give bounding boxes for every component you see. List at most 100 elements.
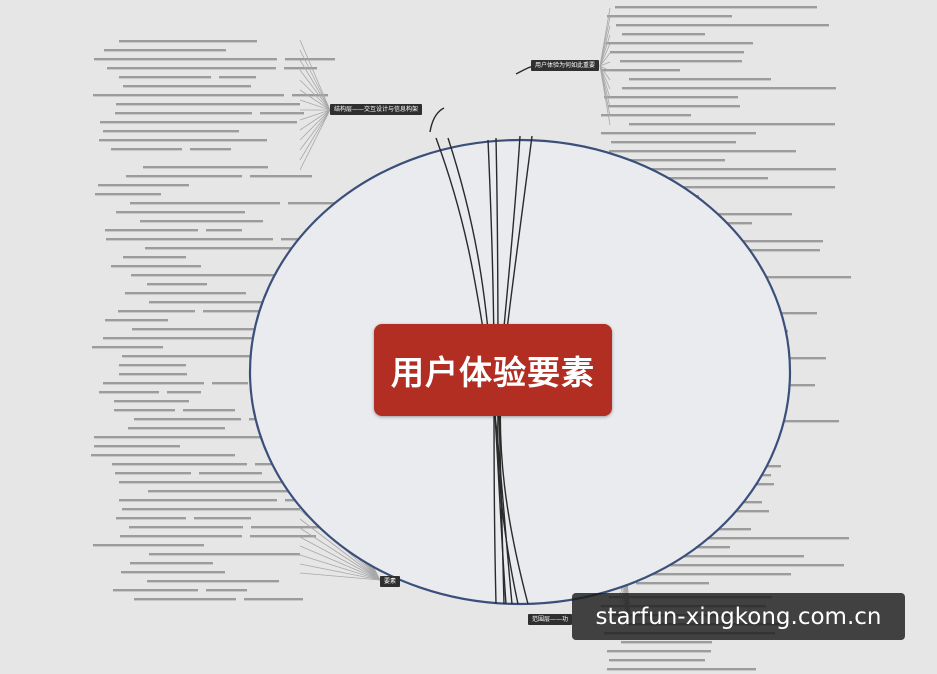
central-topic: 用户体验要素 (374, 324, 612, 416)
text-line (606, 42, 753, 45)
text-line (123, 256, 186, 259)
connector-line (299, 69, 331, 111)
text-line (604, 96, 738, 99)
text-line (147, 283, 207, 286)
text-line (92, 346, 163, 349)
text-line (128, 427, 225, 430)
text-line (98, 184, 189, 187)
text-line (601, 114, 691, 117)
text-line (119, 373, 187, 376)
text-line (119, 76, 211, 79)
text-line (93, 94, 284, 97)
connector-line (299, 109, 331, 121)
text-line (94, 445, 180, 448)
text-line (107, 67, 276, 70)
text-line (94, 436, 277, 439)
text-line (285, 58, 335, 61)
text-line (130, 202, 280, 205)
text-line (622, 33, 705, 36)
text-line (111, 265, 201, 268)
text-line (112, 463, 247, 466)
text-line (629, 123, 835, 126)
text-line (122, 355, 298, 358)
text-line (115, 112, 252, 115)
connector-line (299, 518, 381, 581)
connector-line (299, 89, 331, 111)
text-line (630, 573, 791, 576)
text-line (115, 472, 191, 475)
connector-line (599, 65, 611, 81)
connector-line (599, 65, 611, 90)
text-line (105, 229, 198, 232)
branch-label-bottom-right: 范围层——功 (528, 614, 573, 625)
text-line (199, 472, 262, 475)
text-line (148, 490, 300, 493)
text-line (190, 148, 231, 151)
connector-line (599, 25, 611, 67)
text-line (103, 130, 239, 133)
text-line (244, 598, 303, 601)
text-line (123, 85, 251, 88)
branch-label-top-left: 结构层——交互设计与信息构架 (330, 104, 423, 115)
text-line (620, 60, 742, 63)
text-line (212, 382, 248, 385)
text-line (93, 544, 204, 547)
text-line (250, 535, 316, 538)
text-line (601, 132, 756, 135)
text-line (601, 69, 680, 72)
connector-line (299, 109, 331, 131)
branch-label-bottom-left: 要素 (380, 576, 401, 587)
text-line (122, 508, 300, 511)
text-line (111, 148, 182, 151)
text-line (104, 49, 226, 52)
text-line (607, 650, 711, 653)
text-line (284, 67, 317, 70)
text-line (143, 166, 268, 169)
text-line (636, 582, 709, 585)
text-line (626, 537, 849, 540)
text-line (615, 6, 817, 9)
text-line (622, 87, 836, 90)
connector-line (599, 34, 611, 67)
text-line (608, 105, 740, 108)
text-line (99, 391, 159, 394)
text-line (607, 668, 756, 671)
text-line (637, 186, 835, 189)
text-line (125, 292, 246, 295)
text-line (206, 589, 247, 592)
connector-line (299, 536, 381, 581)
text-line (113, 589, 198, 592)
connector-line (599, 43, 611, 67)
text-line (103, 337, 279, 340)
text-line (119, 364, 186, 367)
connector-line (599, 52, 611, 67)
text-line (121, 571, 225, 574)
connector-line (599, 61, 611, 67)
watermark-text: starfun-xingkong.com.cn (595, 603, 882, 630)
text-line (116, 211, 245, 214)
text-line (610, 51, 744, 54)
text-line (619, 159, 725, 162)
text-line (91, 454, 235, 457)
text-line (251, 526, 320, 529)
connector-line (299, 554, 381, 581)
text-line (94, 58, 277, 61)
text-line (116, 517, 186, 520)
connector-line (599, 65, 611, 72)
text-line (219, 76, 256, 79)
connector-line (299, 545, 381, 581)
text-line (100, 121, 297, 124)
text-line (611, 141, 736, 144)
branch-label-top-right: 用户体验为何如此重要 (531, 60, 600, 71)
text-line (147, 580, 279, 583)
connector-line (299, 59, 331, 111)
text-line (120, 535, 242, 538)
text-line (206, 229, 242, 232)
watermark: starfun-xingkong.com.cn (572, 593, 905, 640)
text-line (114, 400, 189, 403)
text-line (629, 78, 771, 81)
text-line (119, 40, 257, 43)
text-line (130, 562, 213, 565)
connector-line (299, 109, 331, 151)
text-line (145, 247, 300, 250)
